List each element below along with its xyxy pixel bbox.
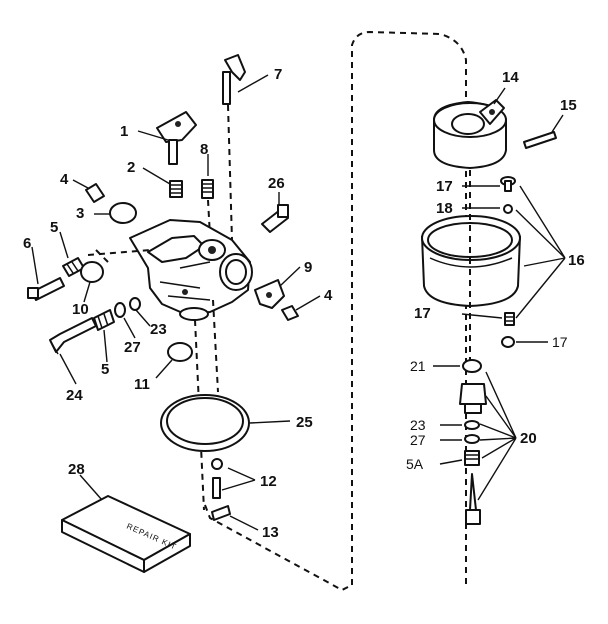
carburetor-body-part <box>129 219 253 321</box>
callout-12: 12 <box>260 473 277 490</box>
idle-screw-part-26 <box>261 204 289 233</box>
callout-7: 7 <box>274 66 282 83</box>
seal-part-10 <box>80 261 104 283</box>
needle-screw-part-6 <box>27 277 65 301</box>
callout-10: 10 <box>72 301 89 318</box>
float-pin-part-15 <box>523 131 557 149</box>
inlet-seat-part-13 <box>211 505 231 521</box>
callout-5a: 5 <box>50 219 58 236</box>
spring-part-5A <box>464 450 480 466</box>
callout-27a: 27 <box>124 339 141 356</box>
callout-16: 16 <box>568 252 585 269</box>
callout-25: 25 <box>296 414 313 431</box>
callout-14: 14 <box>502 69 519 86</box>
idle-needle-part-24 <box>49 317 97 355</box>
screw-part-4a <box>85 183 105 203</box>
spring-part-5b <box>93 309 115 331</box>
bracket-part-9 <box>254 279 285 309</box>
o-ring-part-27 <box>114 302 126 318</box>
leader-lines <box>31 74 566 531</box>
repair-kit-box-part-28: REPAIR KIT <box>61 495 191 573</box>
callout-3: 3 <box>76 205 84 222</box>
callout-23a: 23 <box>150 321 167 338</box>
screw-part-4b <box>281 305 299 321</box>
washer-part-23b <box>464 420 480 430</box>
callout-11: 11 <box>134 376 150 393</box>
callout-13: 13 <box>262 524 279 541</box>
screw-part-17b <box>504 312 515 326</box>
callout-21: 21 <box>410 358 426 374</box>
callout-6: 6 <box>23 235 31 252</box>
bowl-gasket-part-25 <box>160 394 250 452</box>
choke-shaft-dashed-axis <box>227 104 233 241</box>
throttle-plate-part <box>109 202 137 224</box>
nut-part-17c <box>501 336 515 348</box>
float-part-14 <box>433 99 507 169</box>
callout-17c: 17 <box>552 334 568 350</box>
callout-18: 18 <box>436 200 453 217</box>
callout-5A: 5A <box>406 456 424 472</box>
callout-4b: 4 <box>324 287 333 304</box>
callout-9: 9 <box>304 259 312 276</box>
washer-part-23 <box>129 297 141 311</box>
callout-17a: 17 <box>436 178 453 195</box>
screw-part-17a <box>500 176 516 192</box>
bowl-nut-part-20 <box>459 383 487 414</box>
callout-8: 8 <box>200 141 208 158</box>
spring-part-8 <box>201 179 214 199</box>
callout-labels: 1 2 8 7 4 3 26 5 6 9 4 10 23 27 5 11 24 … <box>23 66 585 541</box>
callout-20: 20 <box>520 430 537 447</box>
spring-part-2 <box>169 180 183 198</box>
washer-part-21 <box>462 359 482 373</box>
o-ring-part-27b <box>464 434 480 444</box>
callout-23b: 23 <box>410 417 426 433</box>
callout-28: 28 <box>68 461 85 478</box>
callout-17b: 17 <box>414 305 431 322</box>
left-dashed-axis <box>87 249 151 263</box>
choke-shaft-part <box>222 54 246 105</box>
callout-1: 1 <box>120 123 128 140</box>
callout-27b: 27 <box>410 432 426 448</box>
callout-24: 24 <box>66 387 83 404</box>
plug-part-11 <box>167 342 193 362</box>
main-jet-needle-part <box>465 473 481 525</box>
center-dashed-axis <box>194 319 205 511</box>
center-dashed-axis-2 <box>212 299 219 393</box>
callout-4a: 4 <box>60 171 69 188</box>
callout-15: 15 <box>560 97 577 114</box>
inlet-needle-part-12 <box>211 458 223 499</box>
callout-2: 2 <box>127 159 135 176</box>
dashed-connector-lower <box>204 504 353 592</box>
washer-part-18 <box>503 204 513 214</box>
callout-26: 26 <box>268 175 285 192</box>
callout-5b: 5 <box>101 361 109 378</box>
